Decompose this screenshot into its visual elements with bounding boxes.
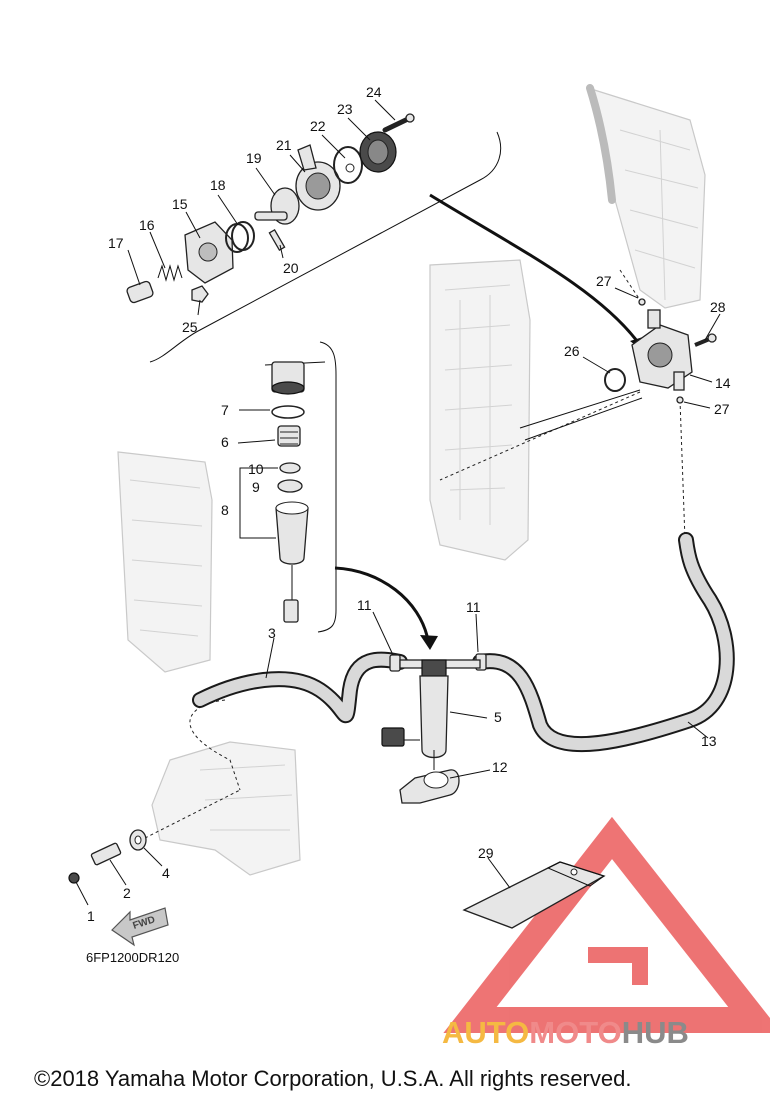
callout-24: 24 — [366, 84, 382, 100]
bracket-line-8 — [239, 467, 278, 539]
screw-24 — [382, 113, 415, 133]
callout-11-left: 11 — [357, 597, 372, 613]
ghost-engine-plate-left — [117, 451, 213, 673]
callout-7: 7 — [221, 402, 229, 418]
watermark-part-moto: MOTO — [529, 1015, 621, 1050]
callout-4: 4 — [162, 865, 170, 881]
watermark-text: AUTOMOTOHUB — [442, 1015, 689, 1050]
forward-direction-arrow: FWD — [111, 907, 169, 947]
callout-12: 12 — [492, 759, 508, 775]
callout-2: 2 — [123, 885, 131, 901]
callout-21: 21 — [276, 137, 292, 153]
callout-11-right: 11 — [466, 599, 481, 615]
callout-16: 16 — [139, 217, 155, 233]
ghost-engine-block-top — [586, 84, 706, 309]
filter-cap-top — [264, 361, 326, 395]
bolt-1 — [68, 872, 80, 884]
copyright-notice: ©2018 Yamaha Motor Corporation, U.S.A. A… — [34, 1066, 631, 1091]
callout-29: 29 — [478, 845, 494, 861]
fuel-hose-13 — [472, 532, 735, 753]
fuel-pump-14 — [631, 309, 693, 391]
bolt-28 — [694, 333, 717, 347]
watermark-logo-triangle — [443, 816, 770, 1033]
pin-20 — [268, 228, 286, 252]
pump-body-15 — [184, 221, 234, 284]
callout-9: 9 — [252, 479, 260, 495]
callout-13: 13 — [701, 733, 717, 749]
detail-frame-filter-exploded — [317, 341, 337, 633]
callout-20: 20 — [283, 260, 299, 276]
o-ring-7 — [271, 405, 305, 419]
callout-23: 23 — [337, 101, 353, 117]
callout-26: 26 — [564, 343, 580, 359]
fuel-filter-assembly-5 — [381, 659, 481, 770]
plunger-19 — [254, 187, 300, 225]
callout-27-bottom: 27 — [714, 401, 730, 417]
fuel-hose-3 — [192, 651, 408, 724]
callout-3: 3 — [268, 625, 276, 641]
callout-15: 15 — [172, 196, 188, 212]
callout-22: 22 — [310, 118, 326, 134]
connector-2 — [90, 842, 122, 866]
diagram-code: 6FP1200DR120 — [86, 950, 179, 965]
nut-25 — [191, 285, 209, 303]
callout-8: 8 — [221, 502, 229, 518]
filter-bracket-12 — [399, 769, 460, 804]
ghost-engine-cover-right — [429, 259, 531, 561]
plug-17 — [126, 280, 154, 304]
centerline-hose13 — [679, 399, 686, 541]
callout-28: 28 — [710, 299, 726, 315]
callout-leader-lines — [75, 99, 721, 906]
callout-27-top: 27 — [596, 273, 612, 289]
clip-27-bottom — [676, 396, 684, 404]
callout-17: 17 — [108, 235, 124, 251]
centerline-pump — [439, 391, 641, 481]
washer-10 — [279, 462, 301, 474]
watermark-part-auto: AUTO — [442, 1015, 529, 1050]
filter-element-6 — [277, 425, 301, 447]
callout-5: 5 — [494, 709, 502, 725]
gasket-sheet-29 — [462, 861, 606, 929]
centerline-27-top — [619, 269, 641, 301]
callout-25: 25 — [182, 319, 198, 335]
callout-10: 10 — [248, 461, 264, 477]
clip-27-top — [638, 298, 646, 306]
seal-22 — [333, 146, 363, 184]
callout-19: 19 — [246, 150, 262, 166]
ghost-engine-lower-case — [151, 741, 301, 876]
callout-6: 6 — [221, 434, 229, 450]
filter-cup-8 — [275, 501, 309, 623]
o-ring-26 — [604, 368, 626, 392]
cover-23 — [359, 131, 397, 173]
spring-16 — [157, 264, 183, 282]
flow-arrow-to-filter — [334, 566, 438, 650]
callout-14: 14 — [715, 375, 731, 391]
fitting-4 — [129, 829, 147, 851]
hose-clip-11-left — [389, 654, 401, 672]
diaphragm-21 — [295, 144, 341, 211]
detail-frame-pump-exploded — [149, 131, 502, 363]
centerline-pump-drive — [519, 389, 643, 441]
callout-1: 1 — [87, 908, 95, 924]
watermark-part-hub: HUB — [622, 1015, 689, 1050]
callout-18: 18 — [210, 177, 226, 193]
float-9 — [277, 479, 303, 493]
